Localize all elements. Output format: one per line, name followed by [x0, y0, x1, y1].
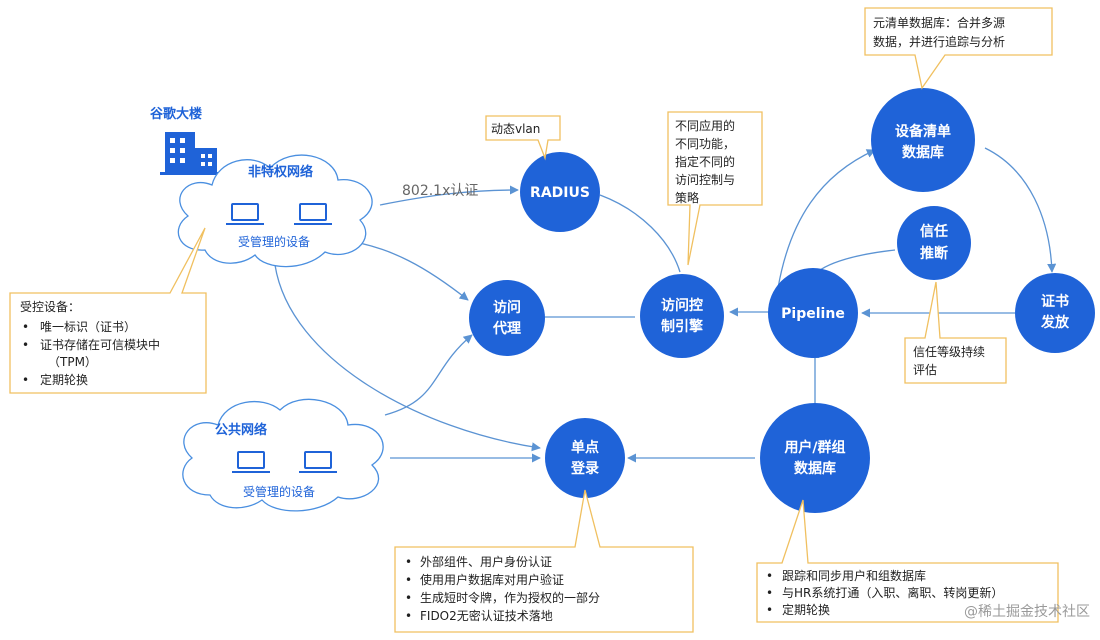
building: 谷歌大楼: [150, 106, 222, 175]
callout-trust-level-note: 信任等级持续 评估: [904, 281, 1007, 384]
edge-radius-to-engine: [599, 194, 681, 273]
node-access-engine: 访问控 制引擎: [640, 274, 724, 358]
private-network-title: 非特权网络: [248, 164, 313, 180]
access-engine-line2: 制引擎: [661, 318, 703, 335]
node-trust-inference: 信任 推断: [897, 206, 971, 280]
user-db-note-item: 与HR系统打通（入职、离职、转岗更新）: [782, 585, 1003, 600]
controlled-devices-item: （TPM）: [48, 355, 97, 369]
node-pipeline: Pipeline: [768, 268, 858, 358]
device-inventory-line2: 数据库: [902, 144, 944, 161]
access-proxy-line1: 访问: [493, 299, 521, 316]
node-cert-issue: 证书 发放: [1015, 273, 1095, 353]
access-engine-note-line: 不同应用的: [675, 118, 735, 133]
user-group-db-line2: 数据库: [794, 460, 836, 477]
building-icon: [160, 132, 222, 175]
device-inventory-line1: 设备清单: [895, 123, 951, 140]
edge-inventory-to-pipeline: [777, 149, 876, 289]
callout-user-db-note: • 跟踪和同步用户和组数据库 • 与HR系统打通（入职、离职、转岗更新） • 定…: [756, 499, 1059, 623]
trust-inference-line1: 信任: [920, 223, 948, 240]
cert-issue-line2: 发放: [1040, 314, 1070, 331]
edge-private-to-sso: [274, 264, 541, 452]
bullet: •: [405, 591, 412, 605]
inventory-note-line: 数据，并进行追踪与分析: [873, 34, 1005, 49]
edge-public-to-access-proxy: [384, 334, 473, 416]
sso-note-item: FIDO2无密认证技术落地: [420, 608, 553, 623]
edge-private-to-access-proxy: [339, 239, 469, 301]
bullet: •: [22, 338, 29, 352]
controlled-devices-item: 证书存储在可信模块中: [40, 337, 160, 352]
bullet: •: [766, 603, 773, 617]
user-group-db-line1: 用户/群组: [784, 439, 845, 456]
bullet: •: [766, 586, 773, 600]
public-device-label: 受管理的设备: [243, 484, 315, 499]
sso-line1: 单点: [571, 439, 599, 456]
pipeline-label: Pipeline: [781, 306, 845, 322]
cloud-public-network: 公共网络 受管理的设备: [182, 398, 384, 512]
user-db-note-item: 定期轮换: [782, 602, 830, 617]
access-engine-line1: 访问控: [661, 297, 703, 314]
callout-access-engine-note: 不同应用的 不同功能， 指定不同的 访问控制与 策略: [667, 111, 763, 266]
node-device-inventory: 设备清单 数据库: [871, 88, 975, 192]
dynamic-vlan-text: 动态vlan: [491, 122, 540, 136]
sso-line2: 登录: [570, 460, 599, 477]
node-radius: RADIUS: [520, 152, 600, 232]
bullet: •: [405, 609, 412, 623]
sso-note-item: 生成短时令牌，作为授权的一部分: [420, 590, 600, 605]
laptop-icon: [226, 203, 264, 225]
public-network-title: 公共网络: [215, 422, 267, 438]
node-access-proxy: 访问 代理: [469, 280, 545, 356]
controlled-devices-item: 定期轮换: [40, 372, 88, 387]
callout-controlled-devices: 受控设备： • 唯一标识（证书） • 证书存储在可信模块中 （TPM） • 定期…: [9, 227, 207, 394]
auth-edge-label: 802.1x认证: [402, 183, 478, 199]
bullet: •: [405, 573, 412, 587]
access-engine-note-line: 不同功能，: [675, 137, 735, 151]
callout-sso-note: • 外部组件、用户身份认证 • 使用用户数据库对用户验证 • 生成短时令牌，作为…: [394, 489, 694, 633]
laptop-icon: [232, 451, 270, 473]
controlled-devices-title: 受控设备：: [20, 300, 80, 314]
trust-inference-line2: 推断: [920, 245, 948, 262]
controlled-devices-item: 唯一标识（证书）: [40, 320, 136, 334]
sso-note-item: 外部组件、用户身份认证: [420, 554, 552, 569]
access-proxy-line2: 代理: [492, 320, 521, 337]
edge-private-to-radius: [379, 185, 519, 206]
callout-inventory-note: 元清单数据库：合并多源 数据，并进行追踪与分析: [864, 7, 1053, 90]
cert-issue-line1: 证书: [1041, 293, 1069, 310]
cloud-private-network: 非特权网络 受管理的设备: [177, 154, 373, 268]
user-db-note-item: 跟踪和同步用户和组数据库: [782, 568, 926, 583]
radius-label: RADIUS: [530, 185, 590, 201]
inventory-note-line: 元清单数据库：合并多源: [873, 15, 1005, 30]
building-label: 谷歌大楼: [150, 106, 202, 122]
trust-level-note-line: 评估: [913, 363, 937, 377]
bullet: •: [22, 373, 29, 387]
bullet: •: [405, 555, 412, 569]
node-sso: 单点 登录: [545, 418, 625, 498]
access-engine-note-line: 指定不同的: [675, 154, 735, 169]
watermark: @稀土掘金技术社区: [964, 604, 1090, 620]
trust-level-note-line: 信任等级持续: [913, 344, 985, 359]
bullet: •: [22, 320, 29, 334]
private-device-label: 受管理的设备: [238, 234, 310, 249]
laptop-icon: [299, 451, 337, 473]
laptop-icon: [294, 203, 332, 225]
bullet: •: [766, 569, 773, 583]
node-user-group-db: 用户/群组 数据库: [760, 403, 870, 513]
callout-dynamic-vlan: 动态vlan: [485, 115, 561, 161]
edges: [274, 147, 1057, 463]
edge-inventory-to-cert: [984, 147, 1057, 273]
access-engine-note-line: 访问控制与: [675, 173, 735, 187]
access-engine-note-line: 策略: [675, 190, 699, 205]
sso-note-item: 使用用户数据库对用户验证: [420, 572, 564, 587]
